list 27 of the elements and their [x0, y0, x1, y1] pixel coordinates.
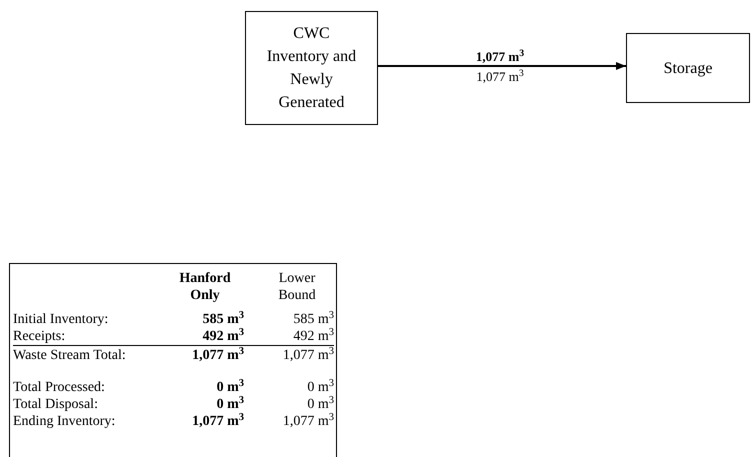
box-label: Storage	[664, 58, 712, 78]
row-label: Total Disposal:	[13, 397, 98, 412]
column-header: Hanford Only	[178, 270, 232, 304]
table-value: 585 m$^{3}$	[202, 312, 244, 327]
process-box	[626, 33, 750, 103]
table-value: 0 m$^{3}$	[307, 380, 334, 395]
row-label: Ending Inventory:	[13, 414, 116, 429]
flow-value: 1,077 m$^{3}$	[475, 70, 525, 84]
table-value: 492 m$^{3}$	[202, 329, 244, 344]
table-value: 1,077 m$^{3}$	[282, 414, 334, 429]
row-label: Initial Inventory:	[13, 312, 108, 327]
row-label: Waste Stream Total:	[13, 348, 126, 363]
table-value: 0 m$^{3}$	[216, 380, 244, 395]
row-label: Receipts:	[13, 329, 66, 344]
table-value: 0 m$^{3}$	[216, 397, 244, 412]
table-value: 0 m$^{3}$	[307, 397, 334, 412]
edge-label: 1,077 m$^{3}$	[474, 50, 526, 64]
row-label: Total Processed:	[13, 380, 105, 395]
arrow	[378, 62, 626, 70]
process-box	[245, 11, 378, 125]
table-value: 492 m$^{3}$	[293, 329, 334, 344]
table-value: 585 m$^{3}$	[293, 312, 334, 327]
table-value: 1,077 m$^{3}$	[192, 414, 244, 429]
table-value: 1,077 m$^{3}$	[192, 348, 244, 363]
table-value: 1,077 m$^{3}$	[282, 348, 334, 363]
box-label: CWC Inventory and Newly Generated	[266, 24, 357, 113]
column-header: Lower Bound	[277, 270, 317, 304]
